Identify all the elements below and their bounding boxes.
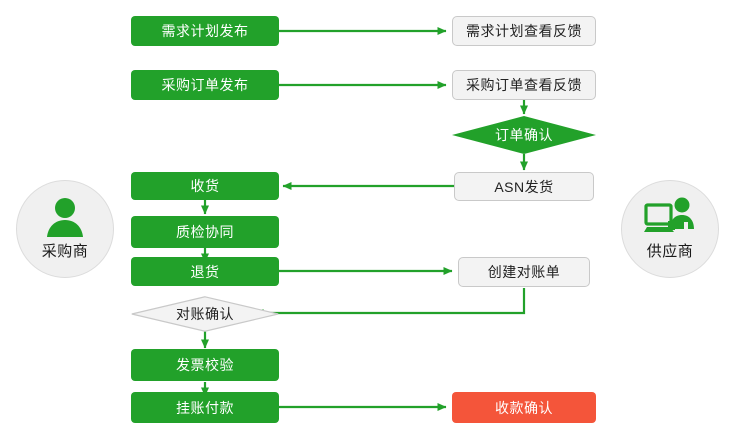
node-asn-ship[interactable]: ASN发货 xyxy=(454,172,594,201)
node-statement-confirm-label: 对账确认 xyxy=(176,306,234,322)
node-demand-plan-publish[interactable]: 需求计划发布 xyxy=(131,16,279,46)
person-icon xyxy=(39,197,91,239)
actor-buyer[interactable]: 采购商 xyxy=(16,180,114,278)
node-demand-plan-feedback[interactable]: 需求计划查看反馈 xyxy=(452,16,596,46)
node-receive-goods[interactable]: 收货 xyxy=(131,172,279,200)
actor-supplier[interactable]: 供应商 xyxy=(621,180,719,278)
node-payable-payment[interactable]: 挂账付款 xyxy=(131,392,279,423)
node-order-confirm[interactable]: 订单确认 xyxy=(452,116,596,154)
node-invoice-check[interactable]: 发票校验 xyxy=(131,349,279,381)
node-return-goods[interactable]: 退货 xyxy=(131,257,279,286)
person-at-computer-icon xyxy=(644,197,696,239)
node-po-publish[interactable]: 采购订单发布 xyxy=(131,70,279,100)
edge-statement-to-confirm xyxy=(254,288,526,317)
node-create-statement[interactable]: 创建对账单 xyxy=(458,257,590,287)
actor-supplier-label: 供应商 xyxy=(646,243,694,260)
node-po-feedback[interactable]: 采购订单查看反馈 xyxy=(452,70,596,100)
node-qc-collab[interactable]: 质检协同 xyxy=(131,216,279,248)
node-receipt-confirm[interactable]: 收款确认 xyxy=(452,392,596,423)
node-statement-confirm[interactable]: 对账确认 xyxy=(131,296,279,332)
node-order-confirm-label: 订单确认 xyxy=(495,127,553,143)
actor-buyer-label: 采购商 xyxy=(41,243,89,260)
